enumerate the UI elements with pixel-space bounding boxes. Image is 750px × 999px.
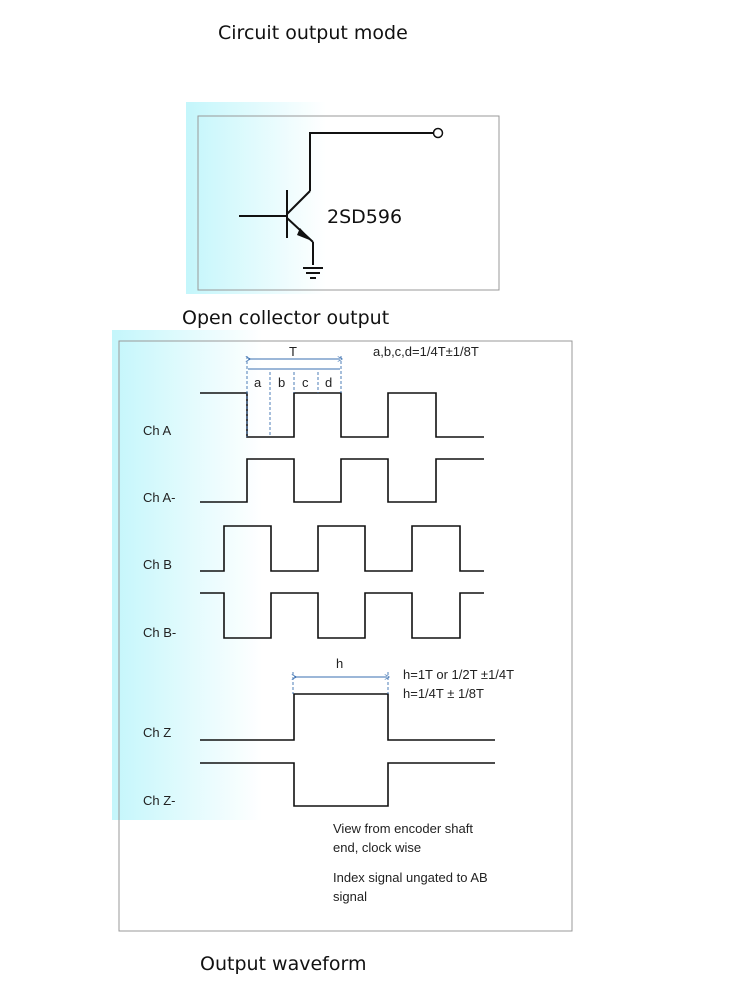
note-index-line-2: signal <box>333 889 367 904</box>
waveform-diagram: T a b c d a,b,c,d=1/4T±1/8T h h=1T or 1/… <box>112 330 573 932</box>
index-formula-1: h=1T or 1/2T ±1/4T <box>403 667 514 682</box>
segment-formula: a,b,c,d=1/4T±1/8T <box>373 344 479 359</box>
channel-label-z-neg: Ch Z- <box>143 793 176 808</box>
note-shaft-line-1: View from encoder shaft <box>333 821 473 836</box>
index-formula-2: h=1/4T ± 1/8T <box>403 686 484 701</box>
wave-ch-z-neg <box>200 762 495 807</box>
index-width-label: h <box>336 656 343 671</box>
emitter-arrow-icon <box>297 228 312 241</box>
waveform-caption: Output waveform <box>200 953 367 975</box>
circuit-title: Circuit output mode <box>218 22 408 44</box>
circuit-diagram: 2SD596 <box>186 102 500 294</box>
wave-ch-z <box>200 693 495 741</box>
output-terminal-icon <box>432 127 444 139</box>
period-label: T <box>289 344 297 359</box>
channel-label-z: Ch Z <box>143 725 171 740</box>
transistor-label: 2SD596 <box>327 206 402 228</box>
segment-d: d <box>325 375 332 390</box>
note-index-line-1: Index signal ungated to AB <box>333 870 488 885</box>
circuit-caption: Open collector output <box>182 307 390 329</box>
segment-c: c <box>302 375 309 390</box>
note-shaft-line-2: end, clock wise <box>333 840 421 855</box>
wave-ch-a <box>200 392 484 438</box>
wave-ch-b <box>200 525 484 572</box>
channel-label-b-neg: Ch B- <box>143 625 176 640</box>
wave-ch-a-neg <box>200 458 484 503</box>
channel-label-b: Ch B <box>143 557 172 572</box>
segment-a: a <box>254 375 262 390</box>
channel-label-a-neg: Ch A- <box>143 490 176 505</box>
transistor-symbol <box>239 132 433 279</box>
channel-label-a: Ch A <box>143 423 172 438</box>
wave-ch-b-neg <box>200 592 484 639</box>
segment-b: b <box>278 375 285 390</box>
